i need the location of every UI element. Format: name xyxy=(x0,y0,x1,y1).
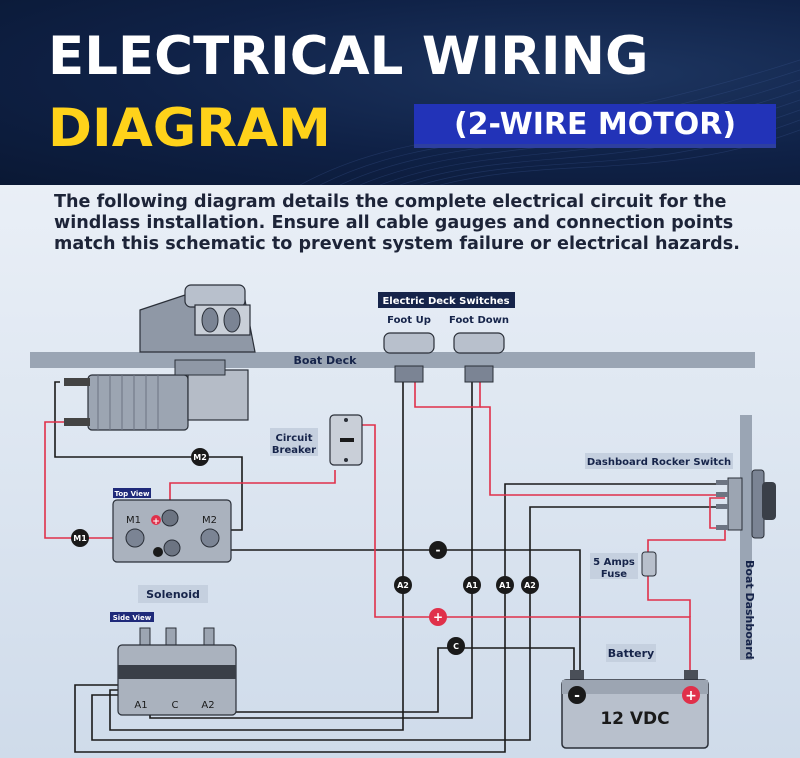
foot-up-label: Foot Up xyxy=(387,315,431,326)
battery-plus-sign: + xyxy=(685,688,697,704)
black-wires xyxy=(54,380,725,753)
foot-up-switch xyxy=(383,332,435,383)
fuse-label-line1: 5 Amps xyxy=(593,557,635,568)
battery-label: Battery xyxy=(608,647,654,660)
battery-tag xyxy=(606,644,656,662)
marker-m1-text: M1 xyxy=(73,534,87,543)
dashboard-rocker-switch xyxy=(716,469,776,539)
top-view-label: Top View xyxy=(114,490,150,498)
solenoid-minus-terminal xyxy=(153,547,163,557)
battery-positive-terminal xyxy=(682,686,700,704)
fuse-tag xyxy=(590,553,638,579)
solenoid-plus-sign: + xyxy=(152,517,160,527)
battery-voltage-label: 12 VDC xyxy=(600,709,669,729)
marker-c-text: C xyxy=(453,642,459,651)
top-view-tag xyxy=(113,488,151,498)
marker-m2-text: M2 xyxy=(193,453,207,462)
breaker-label-line1: Circuit xyxy=(276,433,313,444)
solenoid-m1-label: M1 xyxy=(126,515,141,526)
windlass-motor xyxy=(64,359,249,431)
solenoid-label: Solenoid xyxy=(146,588,200,601)
side-view-label: Side View xyxy=(113,614,152,622)
marker-a2-right xyxy=(521,576,539,594)
marker-a1-left xyxy=(463,576,481,594)
marker-negative-text: - xyxy=(436,543,441,557)
marker-positive xyxy=(429,608,447,626)
deck-switches-label: Electric Deck Switches xyxy=(382,296,509,307)
marker-a1-right-text: A1 xyxy=(499,581,511,590)
solenoid-tag xyxy=(138,585,208,603)
boat-dashboard-bar xyxy=(740,415,752,660)
marker-a2-left xyxy=(394,576,412,594)
boat-dashboard-label: Boat Dashboard xyxy=(743,560,756,660)
marker-a2-right-text: A2 xyxy=(524,581,536,590)
marker-positive-text: + xyxy=(433,610,443,624)
solenoid-m2-label: M2 xyxy=(202,515,217,526)
dashboard-switch-tag xyxy=(585,453,733,469)
circuit-breaker xyxy=(329,414,363,466)
foot-down-label: Foot Down xyxy=(449,315,509,326)
marker-a2-left-text: A2 xyxy=(397,581,409,590)
marker-m2 xyxy=(191,448,209,466)
fuse-icon xyxy=(641,551,657,577)
wire-markers xyxy=(71,448,539,655)
battery xyxy=(561,670,709,749)
boat-deck-bar xyxy=(30,352,755,368)
motor-type-badge: (2-WIRE MOTOR) xyxy=(414,104,776,148)
side-a2-label: A2 xyxy=(201,700,214,711)
side-c-label: C xyxy=(172,700,179,711)
header-banner: ELECTRICAL WIRING DIAGRAM (2-WIRE MOTOR) xyxy=(0,0,800,185)
breaker-label-line2: Breaker xyxy=(272,445,316,456)
marker-m1 xyxy=(71,529,89,547)
intro-paragraph: The following diagram details the comple… xyxy=(54,192,740,255)
marker-a1-left-text: A1 xyxy=(466,581,478,590)
deck-switches-tag xyxy=(378,292,515,308)
marker-c xyxy=(447,637,465,655)
solenoid-plus-terminal xyxy=(151,515,161,525)
side-view-tag xyxy=(110,612,154,622)
marker-negative xyxy=(429,541,447,559)
windlass-unit xyxy=(139,284,256,353)
solenoid-side-view xyxy=(117,627,237,716)
fuse-label-line2: Fuse xyxy=(601,569,627,580)
title-line-2: DIAGRAM xyxy=(48,98,331,159)
foot-down-switch xyxy=(453,332,505,383)
title-line-1: ELECTRICAL WIRING xyxy=(48,26,649,87)
boat-deck-label: Boat Deck xyxy=(294,354,358,367)
breaker-tag xyxy=(270,428,318,456)
solenoid-top-view xyxy=(112,499,232,563)
marker-a1-right xyxy=(496,576,514,594)
battery-negative-terminal xyxy=(568,686,586,704)
side-a1-label: A1 xyxy=(134,700,147,711)
dashboard-switch-label: Dashboard Rocker Switch xyxy=(587,457,731,468)
battery-minus-sign: - xyxy=(574,688,580,704)
